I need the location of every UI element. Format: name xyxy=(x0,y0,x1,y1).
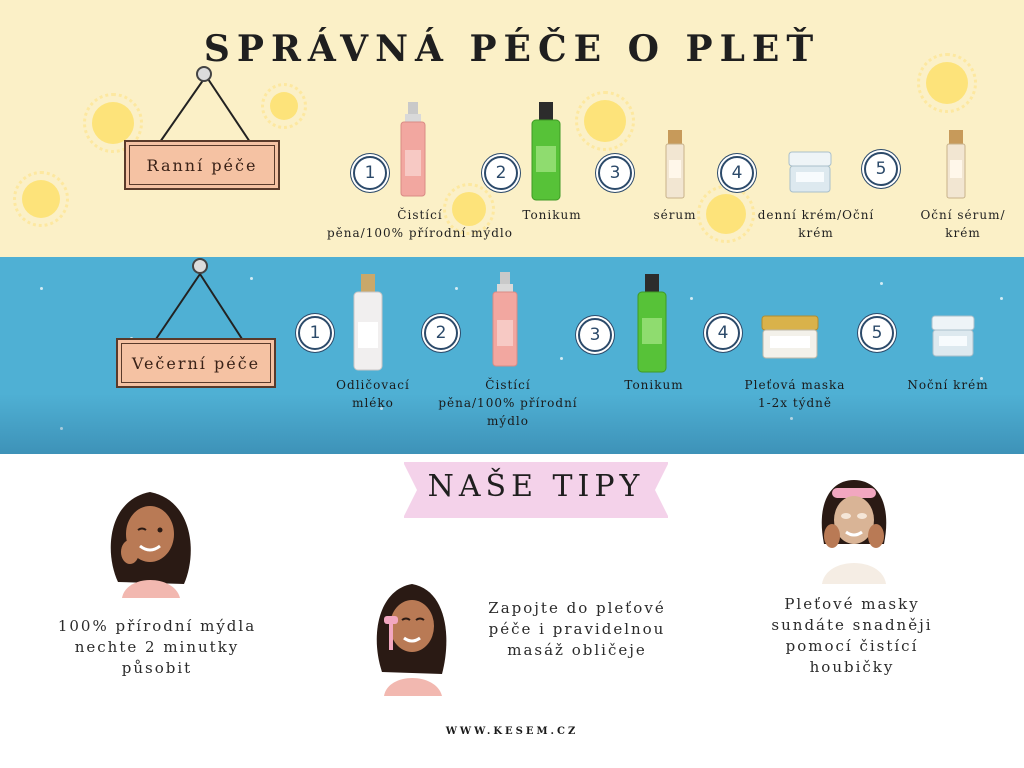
star-decoration xyxy=(250,277,253,280)
sun-icon xyxy=(261,83,307,129)
morning-routine-section xyxy=(0,0,1024,257)
tip-2-text: Zapojte do pleťové péče i pravidelnou ma… xyxy=(488,599,666,659)
sun-icon xyxy=(13,171,69,227)
sign-string xyxy=(153,272,245,343)
nail-icon xyxy=(192,258,208,274)
morning-step-3-label: sérum xyxy=(653,208,697,222)
evening-step-5-number: 5 xyxy=(860,316,894,350)
morning-step-2-number: 2 xyxy=(484,156,518,190)
section-shadow xyxy=(0,394,1024,454)
evening-step-2-label: Čistící pěna/100% přírodní mýdlo xyxy=(438,378,578,428)
star-decoration xyxy=(60,427,63,430)
star-decoration xyxy=(40,287,43,290)
tips-title: NAŠE TIPY xyxy=(427,469,645,504)
star-decoration xyxy=(455,287,458,290)
cream-jar-icon xyxy=(788,151,832,193)
page-title: SPRÁVNÁ PÉČE O PLEŤ xyxy=(203,28,821,70)
morning-step-5-number: 5 xyxy=(864,152,898,186)
sun-icon xyxy=(83,93,143,153)
cream-jar-icon xyxy=(931,315,975,357)
star-decoration xyxy=(980,377,983,380)
footer-website: WWW.KESEM.CZ xyxy=(445,726,579,737)
evening-sign-label: Večerní péče xyxy=(116,338,276,388)
pump-bottle-pink-icon xyxy=(400,102,426,197)
morning-step-4-label: denní krém/Oční krém xyxy=(757,208,875,240)
tip-1-text: 100% přírodní mýdla nechte 2 minutky půs… xyxy=(57,617,257,677)
woman-winking-illustration xyxy=(110,492,191,598)
mask-jar-icon xyxy=(761,315,819,359)
sun-icon xyxy=(917,53,977,113)
evening-step-3-label: Tonikum xyxy=(624,378,684,392)
morning-sign-label: Ranní péče xyxy=(124,140,280,190)
bottle-green-icon xyxy=(531,102,561,201)
morning-step-2-label: Tonikum xyxy=(522,208,582,222)
evening-step-2-number: 2 xyxy=(424,316,458,350)
bottle-green-icon xyxy=(637,274,667,373)
star-decoration xyxy=(880,282,883,285)
woman-face-mask-illustration xyxy=(821,480,887,584)
pump-bottle-pink-icon xyxy=(492,272,518,367)
star-decoration xyxy=(380,407,383,410)
morning-step-1-label: Čistící pěna/100% přírodní mýdlo xyxy=(326,208,513,240)
evening-step-5-label: Noční krém xyxy=(907,378,989,392)
sun-icon xyxy=(575,91,635,151)
morning-step-5-label: Oční sérum/ krém xyxy=(920,208,1006,240)
nail-icon xyxy=(196,66,212,82)
tips-banner xyxy=(403,462,669,518)
evening-step-1-label: Odličovací mléko xyxy=(336,378,410,410)
evening-step-3-number: 3 xyxy=(578,318,612,352)
star-decoration xyxy=(790,417,793,420)
bottle-white-icon xyxy=(353,274,383,371)
morning-step-1-number: 1 xyxy=(353,156,387,190)
evening-step-4-number: 4 xyxy=(706,316,740,350)
woman-face-roller-illustration xyxy=(376,584,447,696)
serum-vial-icon xyxy=(946,130,966,199)
star-decoration xyxy=(560,357,563,360)
tip-3-text: Pleťové masky sundáte snadněji pomocí či… xyxy=(771,595,933,676)
morning-step-4-number: 4 xyxy=(720,156,754,190)
star-decoration xyxy=(1000,297,1003,300)
sun-icon xyxy=(697,185,755,243)
evening-step-4-label: Pleťová maska 1-2x týdně xyxy=(744,378,846,410)
star-decoration xyxy=(690,297,693,300)
morning-step-3-number: 3 xyxy=(598,156,632,190)
serum-vial-icon xyxy=(665,130,685,199)
evening-step-1-number: 1 xyxy=(298,316,332,350)
sun-icon xyxy=(443,183,495,235)
